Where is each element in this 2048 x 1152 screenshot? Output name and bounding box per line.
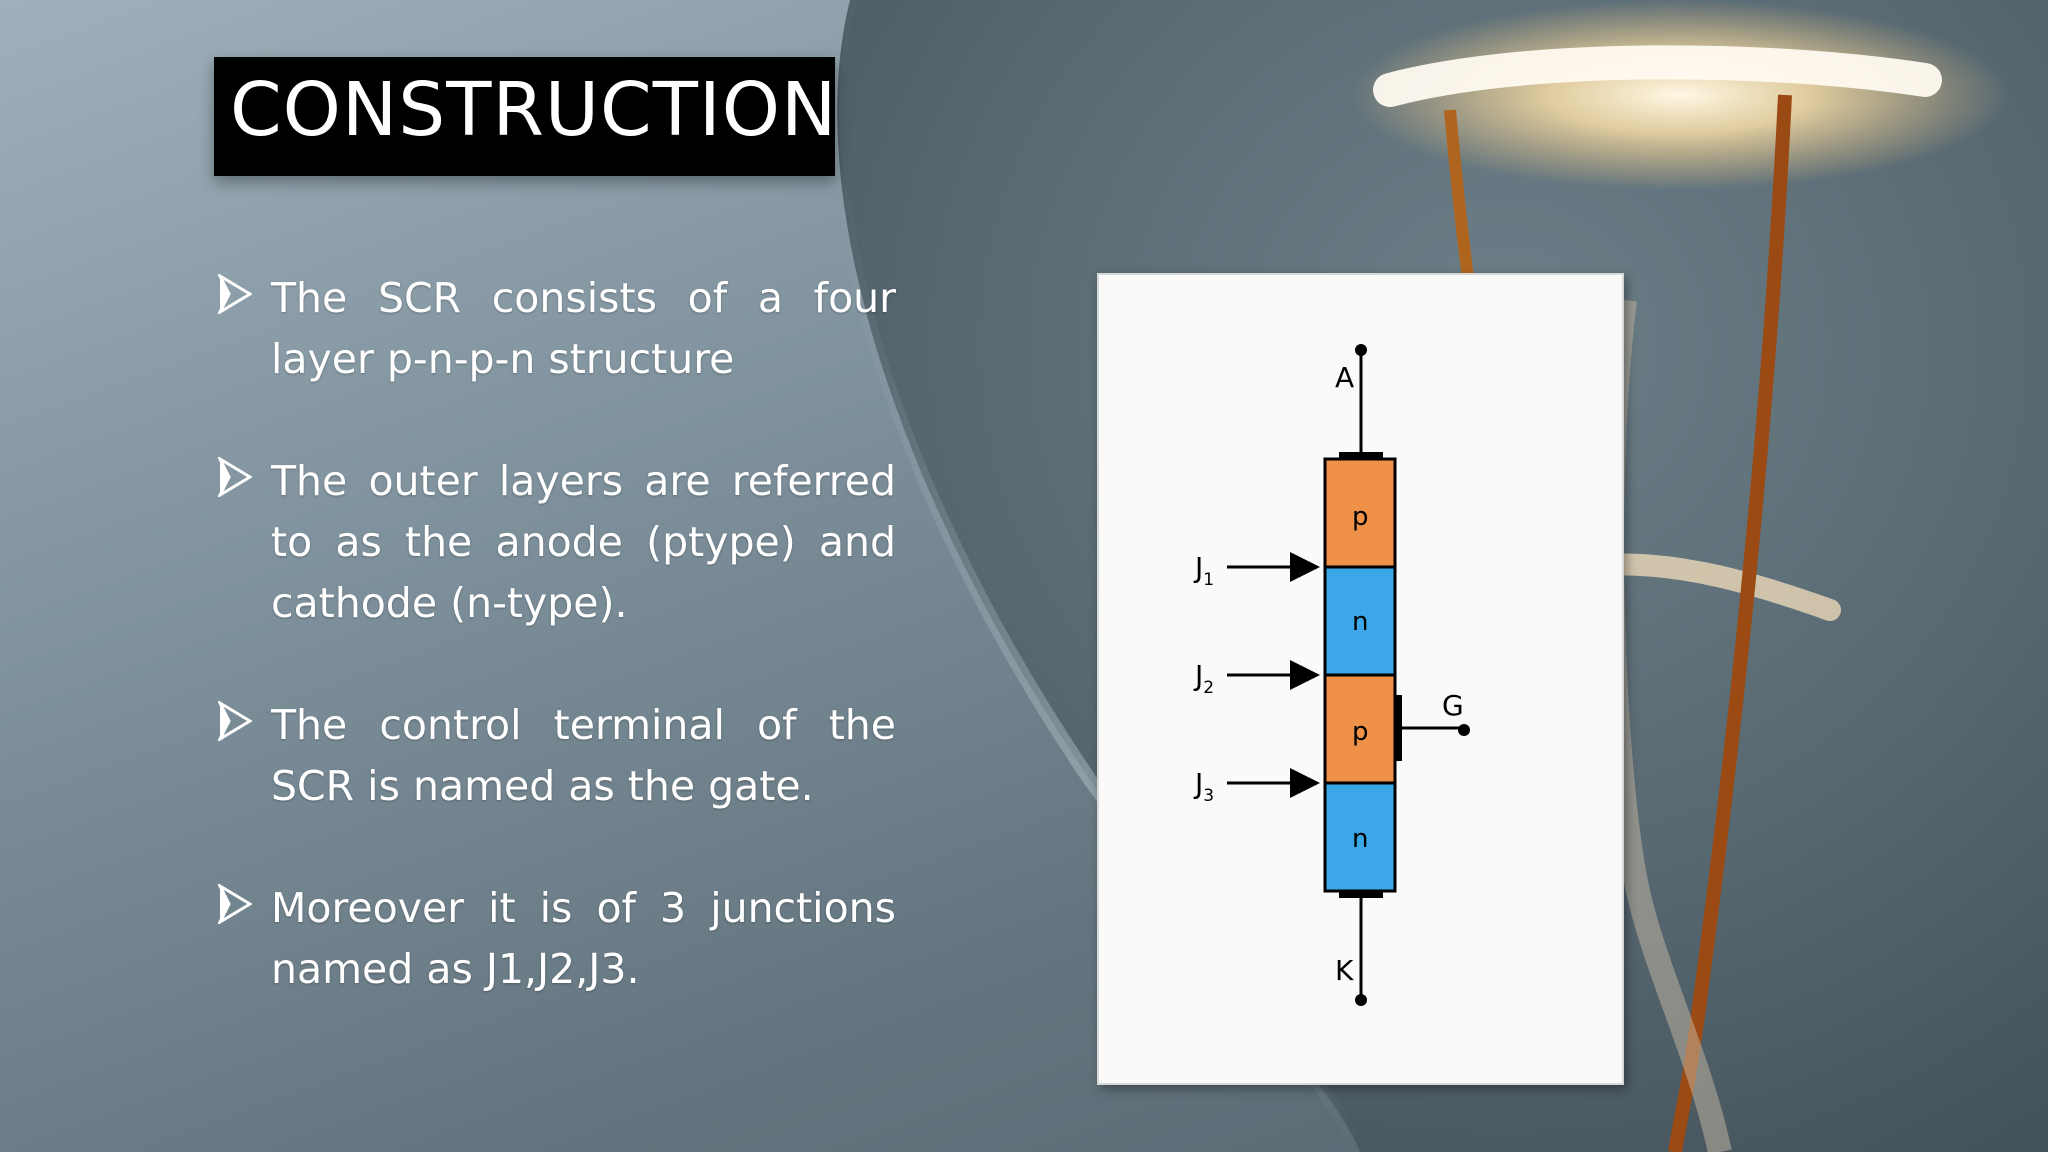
arrow-bullet-icon (218, 701, 252, 741)
layer-n1 (1323, 565, 1397, 677)
bullet-item: Moreover it is of 3 junctions named as J… (214, 878, 896, 1000)
gate-label: G (1442, 689, 1464, 722)
junction-label-j3: J3 (1193, 767, 1214, 806)
layer-n2 (1323, 781, 1397, 893)
bullet-text: The control terminal of the SCR is named… (271, 701, 896, 810)
gate-contact (1395, 695, 1402, 761)
bullet-item: The control terminal of the SCR is named… (214, 695, 896, 817)
bullet-item: The outer layers are referred to as the … (214, 451, 896, 634)
junction-label-j2: J2 (1193, 659, 1214, 698)
scr-diagram-card: A p n p n K G J1 J2 J3 (1097, 273, 1624, 1085)
arrow-bullet-icon (218, 884, 252, 924)
layer-label-n2: n (1352, 824, 1368, 854)
anode-contact (1339, 452, 1383, 459)
anode-label: A (1335, 361, 1354, 394)
bullet-text: The SCR consists of a four layer p-n-p-n… (271, 274, 896, 383)
bullet-list: The SCR consists of a four layer p-n-p-n… (214, 268, 896, 1061)
cathode-label: K (1335, 954, 1354, 987)
cathode-contact (1339, 891, 1383, 898)
layer-label-p1: p (1352, 502, 1369, 532)
gate-terminal (1458, 724, 1470, 736)
bullet-item: The SCR consists of a four layer p-n-p-n… (214, 268, 896, 390)
title-box: CONSTRUCTION (214, 57, 838, 176)
junction-label-j1: J1 (1193, 551, 1214, 590)
layer-p1 (1323, 457, 1397, 569)
bullet-text: The outer layers are referred to as the … (271, 457, 896, 627)
layer-label-p2: p (1352, 717, 1369, 747)
anode-terminal (1355, 344, 1367, 356)
layer-label-n1: n (1352, 607, 1368, 637)
cathode-terminal (1355, 994, 1367, 1006)
arrow-bullet-icon (218, 457, 252, 497)
slide-title: CONSTRUCTION (230, 67, 838, 153)
arrow-bullet-icon (218, 274, 252, 314)
scr-structure-diagram: A p n p n K G J1 J2 J3 (1193, 344, 1470, 1006)
bullet-text: Moreover it is of 3 junctions named as J… (271, 884, 896, 993)
